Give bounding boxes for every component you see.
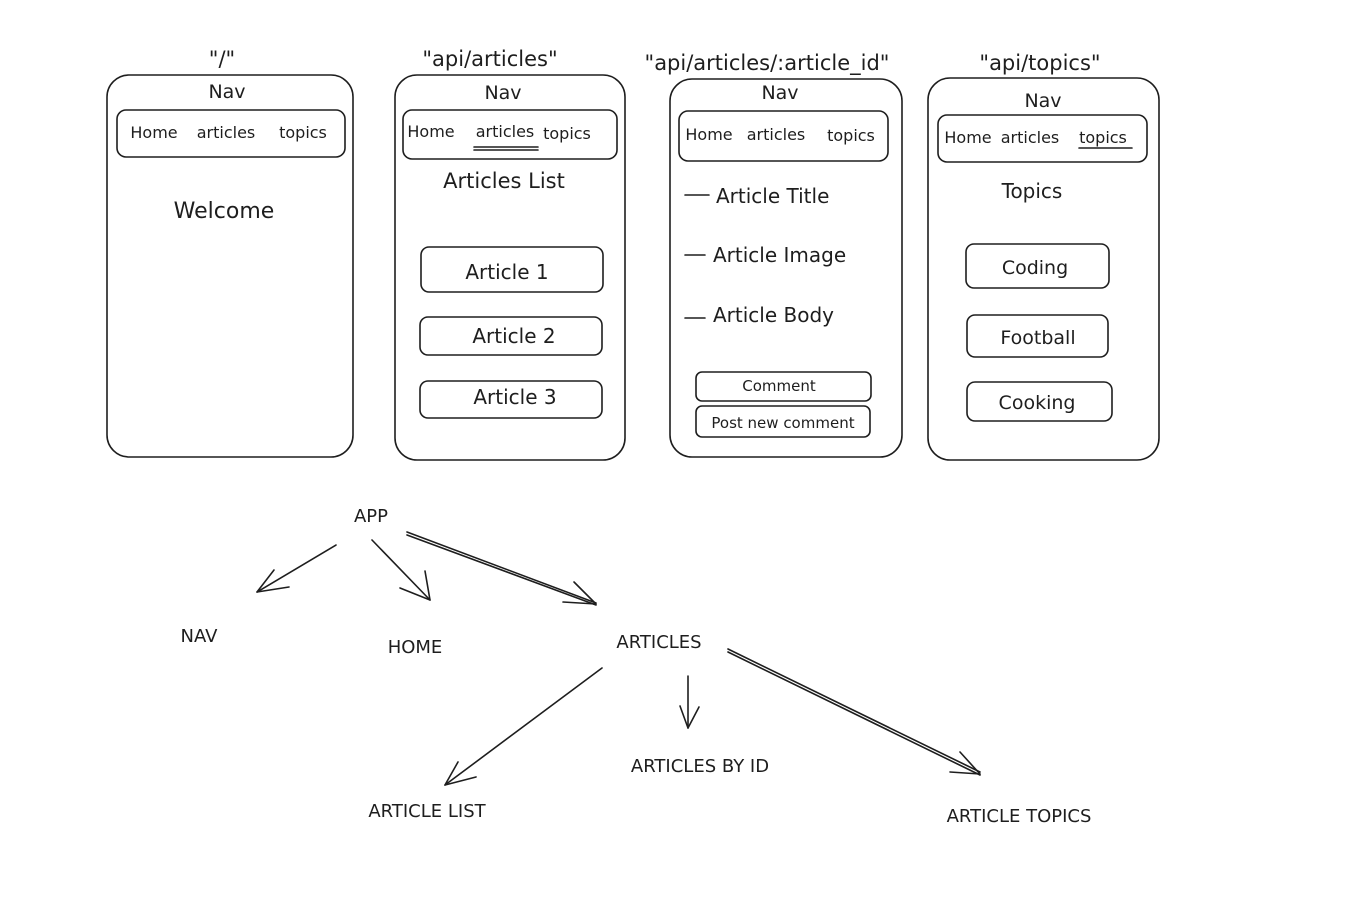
- tree-node-articles: ARTICLES: [616, 632, 701, 653]
- nav-title-topics: Nav: [1024, 90, 1061, 112]
- welcome-heading: Welcome: [174, 199, 275, 224]
- nav-link-articles[interactable]: articles: [476, 122, 535, 141]
- tree-node-articles-by-id: ARTICLES BY ID: [631, 756, 769, 777]
- phone-frame-articles: [394, 74, 626, 461]
- nav-link-topics[interactable]: topics: [279, 123, 327, 142]
- nav-link-articles[interactable]: articles: [747, 125, 806, 144]
- post-comment-button-frame[interactable]: [695, 405, 871, 438]
- phone-frame-home: [106, 74, 354, 458]
- tree-node-app: APP: [354, 506, 388, 527]
- nav-link-articles[interactable]: articles: [197, 123, 256, 142]
- nav-link-topics[interactable]: topics: [827, 126, 875, 145]
- tree-node-home: HOME: [388, 637, 443, 658]
- nav-link-home[interactable]: Home: [944, 128, 991, 147]
- route-label-home: "/": [209, 47, 235, 71]
- nav-link-topics[interactable]: topics: [543, 124, 591, 143]
- field-label-image: Article Image: [713, 243, 846, 267]
- nav-title-articles: Nav: [484, 82, 521, 104]
- field-label-title: Article Title: [716, 184, 829, 208]
- articles-list-heading: Articles List: [443, 169, 565, 193]
- nav-link-home[interactable]: Home: [130, 123, 177, 142]
- route-label-topics: "api/topics": [979, 51, 1100, 75]
- screen-topics: [927, 77, 1160, 461]
- route-label-article-detail: "api/articles/:article_id": [645, 51, 890, 76]
- nav-link-home[interactable]: Home: [685, 125, 732, 144]
- phone-frame-topics: [927, 77, 1160, 461]
- topic-label-cooking: Cooking: [999, 392, 1076, 414]
- active-underline-articles: [473, 146, 539, 151]
- article-card-label-2: Article 2: [472, 324, 555, 348]
- tree-node-nav: NAV: [181, 626, 219, 647]
- screen-article-detail: [669, 78, 903, 458]
- arrow-app-nav: [256, 544, 337, 593]
- article-card-label-1: Article 1: [465, 260, 548, 284]
- arrow-app-home: [371, 539, 431, 601]
- tree-node-article-list: ARTICLE LIST: [368, 801, 486, 822]
- topics-heading: Topics: [1001, 179, 1063, 203]
- article-card-1[interactable]: [420, 246, 604, 293]
- arrow-app-articles: [406, 531, 597, 606]
- screen-home: [106, 74, 354, 458]
- screen-articles: [394, 74, 626, 461]
- tree-node-article-topics: ARTICLE TOPICS: [947, 806, 1092, 827]
- nav-title-article-detail: Nav: [761, 82, 798, 104]
- article-card-3[interactable]: [419, 380, 603, 419]
- nav-bar-home: [116, 109, 346, 158]
- article-card-label-3: Article 3: [473, 385, 556, 409]
- arrow-articles-topics: [727, 648, 981, 776]
- comment-button-frame[interactable]: [695, 371, 872, 402]
- nav-bar-articles: [402, 109, 618, 160]
- field-label-body: Article Body: [713, 303, 834, 327]
- nav-link-home[interactable]: Home: [407, 122, 454, 141]
- topic-label-football: Football: [1000, 327, 1075, 349]
- topic-label-coding: Coding: [1002, 257, 1068, 279]
- article-card-2[interactable]: [419, 316, 603, 356]
- topic-card-football[interactable]: [966, 314, 1109, 358]
- post-comment-button-label[interactable]: Post new comment: [711, 414, 854, 432]
- nav-link-topics[interactable]: topics: [1079, 128, 1127, 147]
- nav-title-home: Nav: [208, 81, 245, 103]
- tree-arrows: [256, 531, 981, 786]
- route-label-articles: "api/articles": [422, 47, 557, 71]
- topic-card-cooking[interactable]: [966, 381, 1113, 422]
- nav-bar-article-detail: [678, 110, 889, 162]
- comment-button-label[interactable]: Comment: [742, 377, 816, 395]
- phone-frame-article-detail: [669, 78, 903, 458]
- arrow-articles-list: [444, 667, 603, 786]
- nav-bar-topics: [937, 114, 1148, 163]
- topic-card-coding[interactable]: [965, 243, 1110, 289]
- nav-link-articles[interactable]: articles: [1001, 128, 1060, 147]
